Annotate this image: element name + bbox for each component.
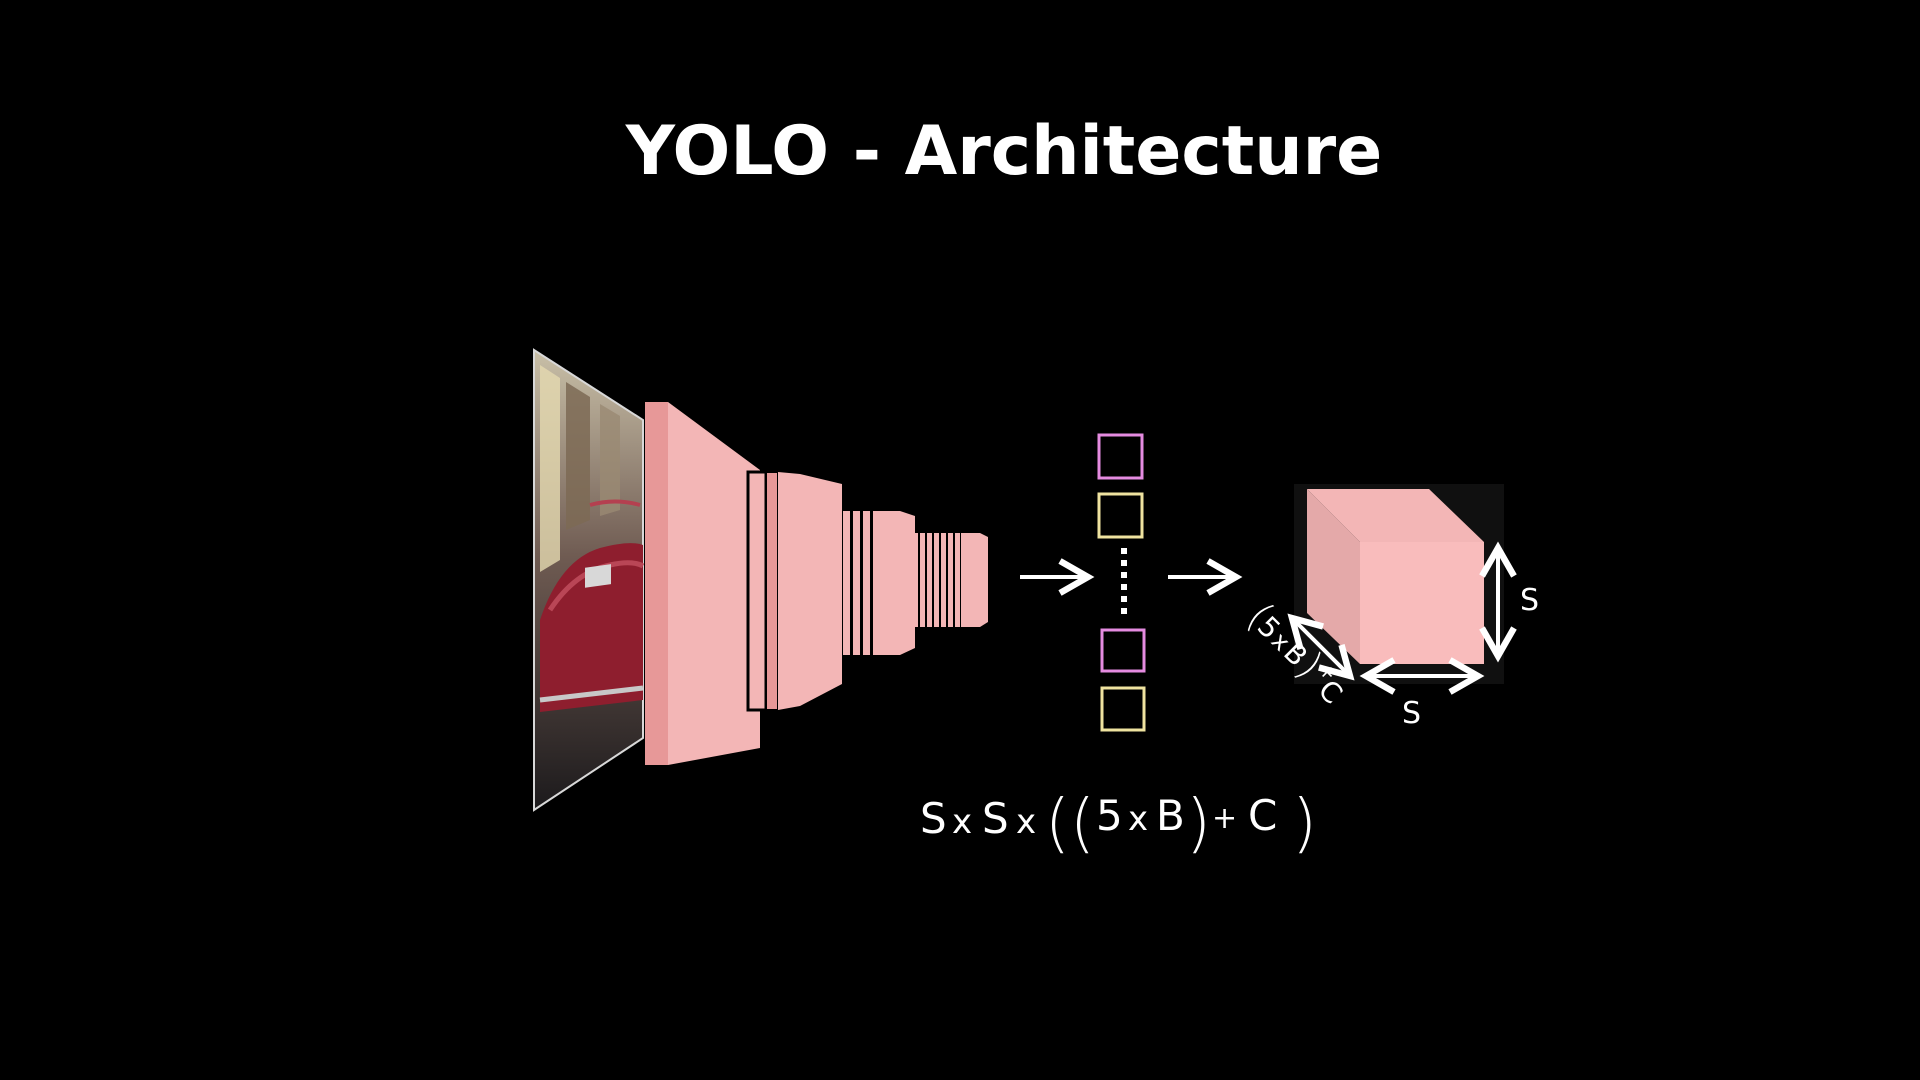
svg-text:x: x bbox=[1016, 802, 1036, 842]
conv-layer-3 bbox=[843, 511, 915, 655]
svg-text:S: S bbox=[920, 794, 947, 843]
svg-text:B: B bbox=[1156, 791, 1185, 840]
conv-layer-2 bbox=[746, 470, 842, 712]
svg-text:C: C bbox=[1248, 791, 1277, 840]
conv-layer-4 bbox=[913, 533, 988, 627]
conv-layer-1 bbox=[645, 402, 760, 765]
svg-text:x: x bbox=[1128, 799, 1148, 839]
cube-width-label: S bbox=[1402, 696, 1421, 731]
svg-text:): ) bbox=[1186, 787, 1211, 861]
svg-text:): ) bbox=[1292, 787, 1317, 861]
input-image bbox=[533, 348, 645, 812]
svg-text:+: + bbox=[1212, 801, 1237, 836]
svg-text:(: ( bbox=[1070, 787, 1095, 861]
page-title: YOLO - Architecture bbox=[625, 112, 1383, 191]
double-arrow-icon bbox=[1287, 613, 1355, 681]
output-formula: S x S x ( ( 5 x B ) + C ) bbox=[920, 787, 1317, 861]
svg-text:x: x bbox=[952, 802, 972, 842]
svg-text:5: 5 bbox=[1096, 791, 1123, 840]
svg-text:(: ( bbox=[1045, 787, 1070, 861]
svg-text:S: S bbox=[982, 794, 1009, 843]
cube-height-label: S bbox=[1520, 583, 1539, 618]
output-cube bbox=[1294, 484, 1504, 684]
fc-vector bbox=[1097, 433, 1146, 732]
